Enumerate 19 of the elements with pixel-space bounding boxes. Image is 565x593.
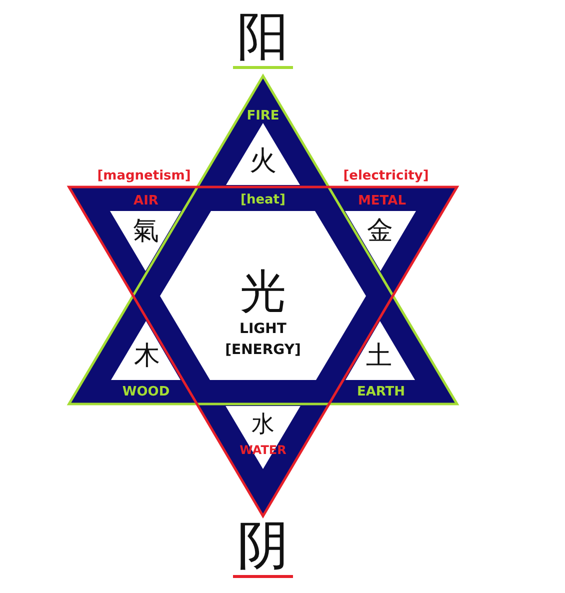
element-name: AIR <box>134 194 158 208</box>
element-character: 金 <box>367 218 393 244</box>
element-character: 氣 <box>133 218 159 244</box>
element-name: METAL <box>358 194 406 208</box>
center-character: 光 <box>240 268 286 314</box>
character-label: 阳 <box>233 11 293 69</box>
element-name: FIRE <box>246 110 280 122</box>
bracket-label: [magnetism] <box>97 170 191 182</box>
bracket-label: [electricity] <box>343 170 429 182</box>
element-name: EARTH <box>356 386 406 398</box>
bracket-label: [ENERGY] <box>225 343 301 357</box>
element-character: 木 <box>134 343 160 369</box>
element-character: 水 <box>252 414 274 436</box>
element-character: 火 <box>250 148 276 174</box>
center-label: LIGHT <box>240 322 286 336</box>
element-name: WOOD <box>122 386 170 398</box>
character-label: 阴 <box>233 520 293 578</box>
bracket-label: [heat] <box>240 194 286 206</box>
element-character: 土 <box>366 343 392 369</box>
